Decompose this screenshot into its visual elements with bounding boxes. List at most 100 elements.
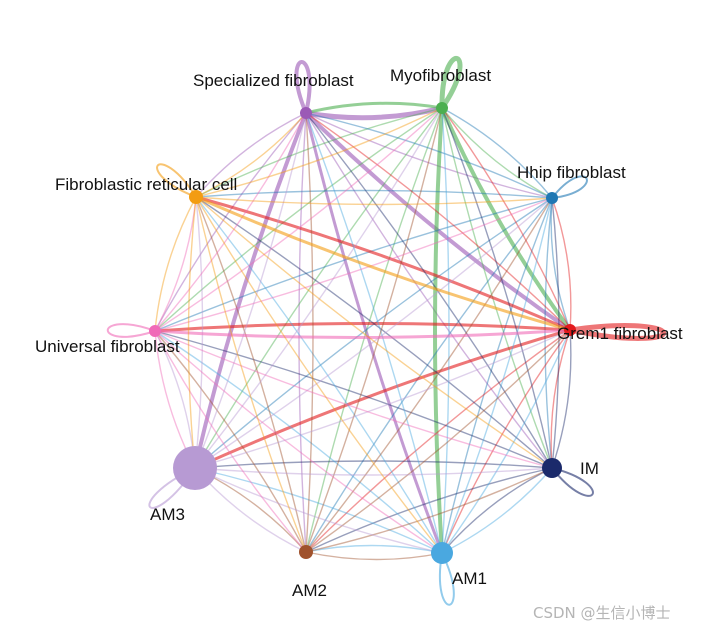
edge-specialized-hhip <box>305 112 553 199</box>
edge-frc-myo <box>195 107 443 198</box>
label-universal: Universal fibroblast <box>35 337 180 356</box>
node-im <box>542 458 562 478</box>
self-loop-hhip <box>551 175 588 199</box>
self-loop-frc <box>156 163 197 198</box>
edge-specialized-universal <box>154 112 307 332</box>
edge-grem1-im <box>550 329 571 469</box>
node-myo <box>436 102 448 114</box>
edge-universal-am2 <box>154 330 307 553</box>
edge-myo-am3 <box>194 107 443 469</box>
edge-am1-universal <box>154 330 443 554</box>
watermark: CSDN @生信小博士 <box>533 604 671 622</box>
edge-im-am2 <box>305 467 553 553</box>
edge-am2-frc <box>195 196 307 553</box>
edge-grem1-specialized <box>305 112 571 331</box>
nodes-layer <box>149 102 576 564</box>
edge-myo-am2 <box>305 107 443 553</box>
edge-im-myo <box>441 107 553 469</box>
label-specialized: Specialized fibroblast <box>193 71 354 90</box>
node-universal <box>149 325 161 337</box>
edge-hhip-myo <box>441 107 553 199</box>
edge-myo-specialized <box>304 101 444 115</box>
edge-am2-universal <box>154 330 307 553</box>
edge-im-am1 <box>441 467 553 554</box>
edge-specialized-grem1 <box>304 111 572 332</box>
edge-im-universal <box>154 330 553 469</box>
label-frc: Fibroblastic reticular cell <box>55 175 237 194</box>
edge-am1-frc <box>195 196 443 554</box>
edge-am1-grem1 <box>441 329 571 554</box>
edge-myo-frc <box>195 107 443 198</box>
edge-am1-hhip <box>441 197 553 554</box>
edge-grem1-hhip <box>551 197 572 331</box>
edge-frc-hhip <box>195 196 553 206</box>
edge-im-am3 <box>194 460 553 469</box>
edge-hhip-universal <box>154 197 553 332</box>
edge-im-specialized <box>305 112 553 469</box>
edge-specialized-am2 <box>298 112 307 553</box>
edge-grem1-am2 <box>305 329 571 553</box>
edge-am1-im <box>441 467 553 554</box>
edge-grem1-am1 <box>441 329 571 554</box>
edge-im-hhip <box>551 197 560 469</box>
edge-frc-am2 <box>195 196 307 553</box>
edge-hhip-specialized <box>305 112 553 199</box>
self-loop-specialized <box>294 60 312 114</box>
edge-frc-universal <box>154 196 197 332</box>
edges-layer <box>153 101 572 561</box>
edge-grem1-myo <box>441 107 571 331</box>
self-loop-grem1 <box>569 323 667 341</box>
self-loop-universal <box>106 323 156 338</box>
edge-am2-im <box>305 467 553 553</box>
edge-im-grem1 <box>551 329 572 469</box>
edge-hhip-am1 <box>441 197 553 554</box>
edge-myo-im <box>441 107 553 469</box>
node-frc <box>189 190 203 204</box>
edge-am2-am1 <box>305 551 443 561</box>
node-am2 <box>299 545 313 559</box>
edge-frc-am3 <box>187 196 197 469</box>
edge-am3-specialized <box>194 112 307 469</box>
edge-am1-specialized <box>305 112 443 554</box>
label-im: IM <box>580 459 599 478</box>
edge-universal-myo <box>154 107 443 332</box>
edge-hhip-frc <box>195 189 553 199</box>
edge-frc-im <box>195 196 553 469</box>
edge-myo-hhip <box>441 107 553 199</box>
label-am2: AM2 <box>292 581 327 600</box>
self-loop-am3 <box>148 467 196 509</box>
self-loop-am1 <box>438 552 455 606</box>
edge-universal-specialized <box>154 112 307 332</box>
node-grem1 <box>564 324 576 336</box>
edge-specialized-frc <box>195 112 307 198</box>
edge-am2-myo <box>305 107 443 553</box>
edge-universal-hhip <box>154 197 553 332</box>
edge-am3-grem1 <box>194 329 571 469</box>
node-specialized <box>300 107 312 119</box>
edge-myo-universal <box>154 107 443 332</box>
edge-hhip-grem1 <box>550 197 571 331</box>
edge-am1-am2 <box>305 544 443 554</box>
edge-specialized-myo <box>303 105 445 121</box>
edge-universal-am1 <box>154 330 443 554</box>
edge-universal-im <box>154 330 553 469</box>
edge-grem1-frc <box>194 195 572 332</box>
self-loops-layer <box>106 56 667 606</box>
edge-hhip-am3 <box>194 197 553 469</box>
edge-am2-hhip <box>305 197 553 553</box>
edge-im-frc <box>195 196 553 469</box>
edge-specialized-am3 <box>193 111 308 470</box>
edge-grem1-universal <box>153 321 572 333</box>
edge-frc-am1 <box>195 196 443 554</box>
edge-am3-im <box>194 467 553 476</box>
label-hhip: Hhip fibroblast <box>517 163 626 182</box>
edge-grem1-am3 <box>193 328 572 470</box>
self-loop-myo <box>439 56 463 110</box>
edge-am3-am1 <box>194 467 443 554</box>
edge-frc-grem1 <box>194 195 572 332</box>
edge-am2-specialized <box>305 112 314 553</box>
edge-universal-grem1 <box>153 328 572 340</box>
label-am1: AM1 <box>452 569 487 588</box>
